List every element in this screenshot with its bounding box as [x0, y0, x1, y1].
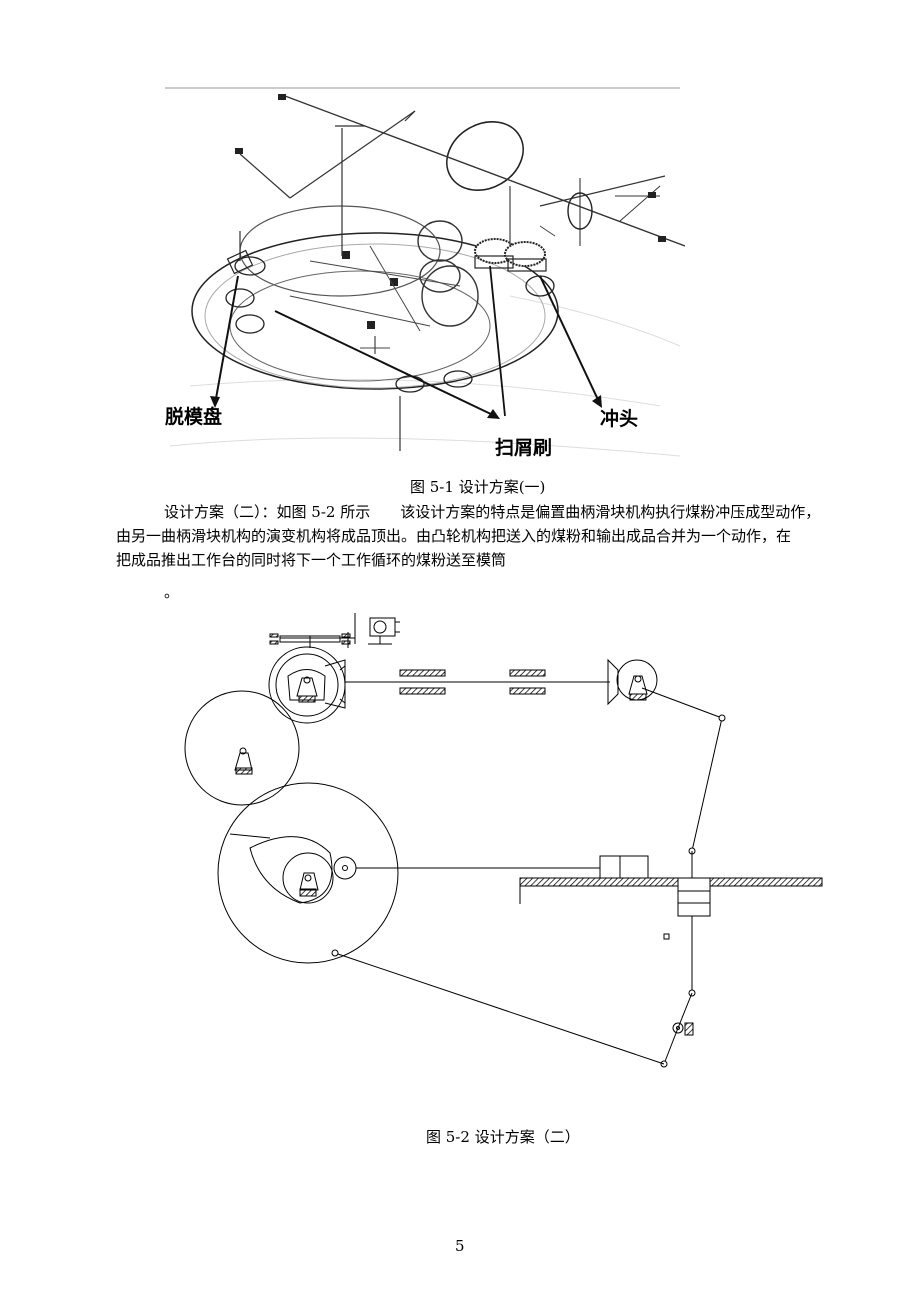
- figure-5-2-drawing: [184, 613, 823, 1068]
- figure-5-1-caption: 图 5-1 设计方案(一): [410, 478, 546, 496]
- figure-5-2-caption: 图 5-2 设计方案（二）: [426, 1128, 580, 1146]
- design-scheme-paragraph: 设计方案（二）：如图 5-2 所示 该设计方案的特点是偏置曲柄滑块机构执行煤粉冲…: [116, 500, 876, 604]
- turntable: [191, 232, 559, 390]
- label-scraper-brush: 扫屑刷: [495, 437, 553, 459]
- figure-5-1-drawing: [165, 87, 686, 457]
- paragraph-line-4: 。: [164, 583, 180, 601]
- figure-5-1: 脱模盘 冲头 扫屑刷: [160, 86, 686, 471]
- label-punch: 冲头: [600, 408, 639, 430]
- motor: [369, 617, 396, 637]
- label-demold-disk: 脱模盘: [165, 406, 223, 428]
- paragraph-line-1: 设计方案（二）：如图 5-2 所示 该设计方案的特点是偏置曲柄滑块机构执行煤粉冲…: [164, 503, 821, 521]
- paragraph-line-2: 由另一曲柄滑块机构的演变机构将成品顶出。由凸轮机构把送入的煤粉和输出成品合并为一…: [116, 527, 792, 545]
- page-number: 5: [455, 1237, 465, 1255]
- figure-5-2: [180, 608, 830, 1078]
- paragraph-line-3: 把成品推出工作台的同时将下一个工作循环的煤粉送至模筒: [116, 551, 507, 569]
